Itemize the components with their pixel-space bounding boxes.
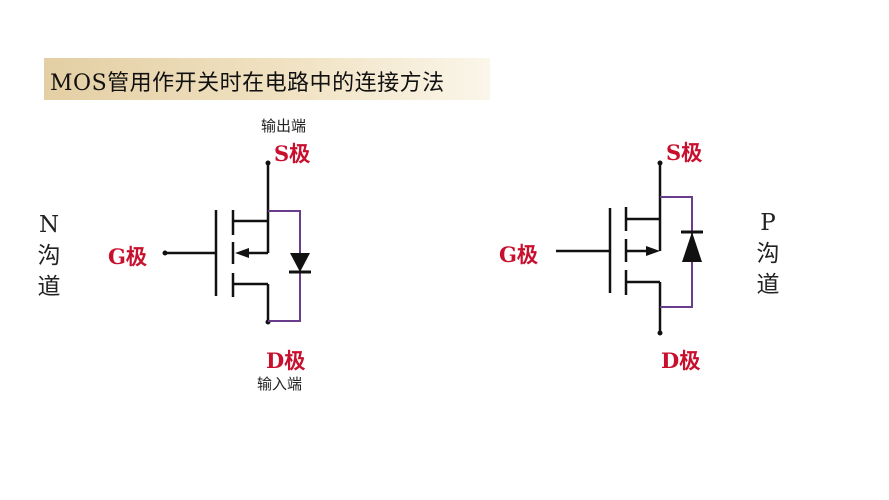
n-source-terminal — [265, 160, 271, 166]
n-channel-char: 道 — [37, 274, 61, 300]
n-drain-label: D极 — [266, 348, 306, 373]
p-channel-char: P — [760, 210, 776, 236]
p-diode-triangle-icon — [682, 232, 702, 262]
p-source-terminal — [657, 160, 663, 166]
n-channel-arrow-icon — [235, 248, 249, 258]
title-banner: MOS管用作开关时在电路中的连接方法 — [44, 58, 490, 100]
n-body-diode — [268, 210, 311, 322]
p-body-diode — [660, 196, 703, 308]
p-drain-label: D极 — [661, 348, 701, 373]
n-diode-triangle-icon — [290, 253, 310, 272]
n-diode-link — [268, 210, 301, 322]
p-source-label: S极 — [666, 140, 703, 165]
p-mosfet-symbol — [556, 160, 663, 336]
n-gate-label: G极 — [108, 244, 147, 269]
n-output-label: 输出端 — [261, 117, 307, 135]
p-channel-label: P 沟 道 — [753, 208, 783, 301]
n-channel-char: N — [38, 212, 60, 238]
n-mosfet-symbol — [162, 160, 271, 325]
p-channel-arrow-icon — [646, 246, 660, 256]
p-channel-char: 道 — [756, 272, 780, 298]
n-channel-char: 沟 — [37, 243, 61, 269]
p-drain-terminal — [657, 330, 663, 336]
page-title: MOS管用作开关时在电路中的连接方法 — [50, 71, 445, 96]
p-gate-label: G极 — [499, 242, 538, 267]
p-channel-char: 沟 — [756, 241, 780, 267]
n-input-label: 输入端 — [257, 375, 303, 393]
n-channel-label: N 沟 道 — [34, 210, 64, 303]
n-source-label: S极 — [274, 141, 311, 166]
